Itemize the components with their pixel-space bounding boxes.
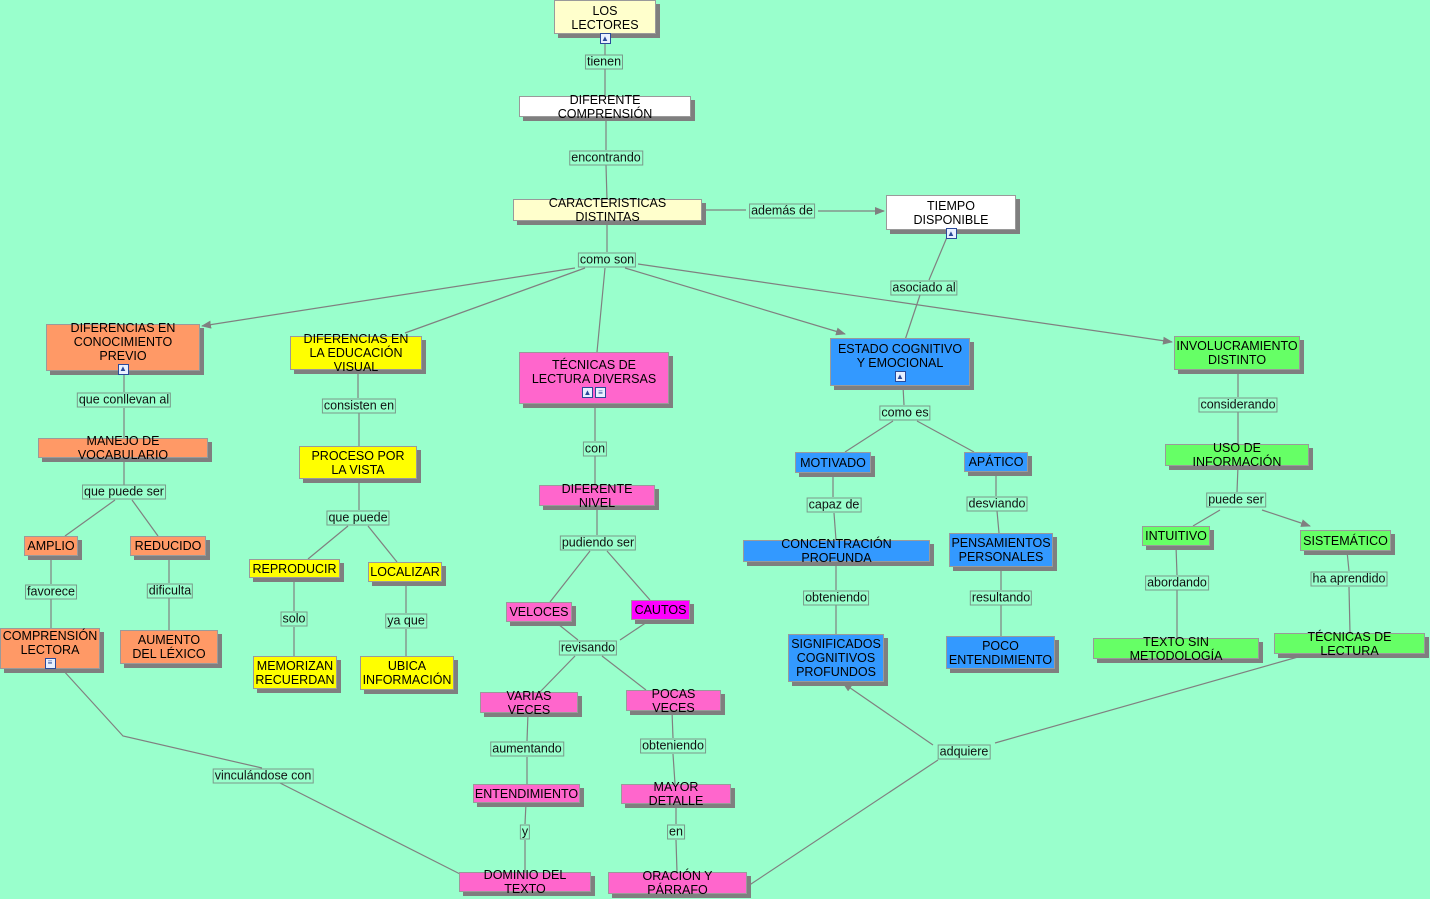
concept-pocas-veces[interactable]: POCAS VECES: [626, 687, 721, 715]
concept-diferencias-educacion[interactable]: DIFERENCIAS EN LA EDUCACIÓN VISUAL: [290, 332, 422, 374]
concept-manejo-vocabulario[interactable]: MANEJO DE VOCABULARIO: [38, 434, 208, 462]
image-icon[interactable]: ▲: [894, 371, 906, 382]
concept-caracteristicas-distintas[interactable]: CARACTERISTICAS DISTINTAS: [513, 196, 702, 224]
concept-varias-veces[interactable]: VARIAS VECES: [480, 689, 578, 717]
concept-dominio-texto[interactable]: DOMINIO DEL TEXTO: [459, 868, 591, 896]
document-icon[interactable]: ≡: [595, 387, 606, 398]
link-label-vinculandose-con[interactable]: vinculándose con: [212, 768, 314, 784]
link-label-solo[interactable]: solo: [280, 611, 308, 627]
link-label-puede-ser[interactable]: puede ser: [1206, 492, 1266, 508]
link-label-encontrando[interactable]: encontrando: [569, 150, 643, 166]
link-label-aumentando[interactable]: aumentando: [490, 741, 564, 757]
link-label-considerando[interactable]: considerando: [1198, 397, 1278, 413]
concept-reducido[interactable]: REDUCIDO: [130, 536, 206, 556]
link-label-obteniendo-blue[interactable]: obteniendo: [803, 590, 869, 606]
concept-diferente-nivel[interactable]: DIFERENTE NIVEL: [539, 482, 655, 510]
image-icon[interactable]: ▲: [582, 387, 593, 398]
concept-tecnicas-lectura[interactable]: TÉCNICAS DE LECTURA: [1274, 630, 1425, 658]
concept-diferente-comprension[interactable]: DIFERENTE COMPRENSIÓN: [519, 93, 691, 121]
link-label-que-conllevan-al[interactable]: que conllevan al: [76, 392, 172, 408]
concept-oracion-parrafo[interactable]: ORACIÓN Y PÁRRAFO: [608, 869, 747, 897]
concept-concentracion-profunda[interactable]: CONCENTRACIÓN PROFUNDA: [743, 537, 930, 565]
concept-motivado[interactable]: MOTIVADO: [795, 452, 871, 473]
link-label-adquiere[interactable]: adquiere: [937, 744, 991, 760]
concept-tecnicas-diversas[interactable]: TÉCNICAS DE LECTURA DIVERSAS ▲≡: [519, 352, 669, 404]
image-icon[interactable]: ▲: [945, 228, 957, 239]
concept-sistematico[interactable]: SISTEMÁTICO: [1300, 530, 1391, 551]
link-label-revisando[interactable]: revisando: [558, 640, 618, 656]
image-icon[interactable]: ▲: [599, 33, 611, 44]
link-label-ya-que[interactable]: ya que: [385, 613, 427, 629]
concept-uso-informacion[interactable]: USO DE INFORMACIÓN: [1165, 441, 1309, 469]
concept-veloces[interactable]: VELOCES: [506, 602, 572, 622]
link-label-favorece[interactable]: favorece: [25, 584, 77, 600]
link-label-abordando[interactable]: abordando: [1145, 575, 1209, 591]
concept-tiempo-disponible[interactable]: TIEMPO DISPONIBLE ▲: [886, 195, 1016, 239]
concept-los-lectores[interactable]: LOS LECTORES ▲: [554, 0, 656, 44]
concept-pensamientos-personales[interactable]: PENSAMIENTOS PERSONALES: [949, 533, 1053, 567]
concept-involucramiento[interactable]: INVOLUCRAMIENTO DISTINTO: [1174, 336, 1300, 370]
link-label-ha-aprendido[interactable]: ha aprendido: [1310, 571, 1388, 587]
concept-amplio[interactable]: AMPLIO: [24, 536, 78, 556]
image-icon[interactable]: ▲: [117, 363, 129, 375]
link-label-como-son[interactable]: como son: [577, 252, 637, 268]
concept-significados-cognitivos[interactable]: SIGNIFICADOS COGNITIVOS PROFUNDOS: [788, 634, 884, 682]
link-label-resultando[interactable]: resultando: [969, 590, 1033, 606]
link-label-pudiendo-ser[interactable]: pudiendo ser: [559, 535, 637, 551]
link-label-como-es[interactable]: como es: [879, 405, 931, 421]
link-label-ademas-de[interactable]: además de: [749, 203, 815, 219]
link-label-consisten-en[interactable]: consisten en: [321, 398, 397, 414]
concept-localizar[interactable]: LOCALIZAR: [368, 562, 442, 582]
concept-diferencias-conocimiento[interactable]: DIFERENCIAS EN CONOCIMIENTO PREVIO ▲: [46, 321, 200, 375]
link-label-en[interactable]: en: [667, 824, 685, 840]
concept-proceso-vista[interactable]: PROCESO POR LA VISTA: [299, 446, 417, 479]
link-label-obteniendo-pink[interactable]: obteniendo: [640, 738, 706, 754]
concept-texto-sin-metodologia[interactable]: TEXTO SIN METODOLOGÍA: [1093, 635, 1259, 663]
link-label-asociado-al[interactable]: asociado al: [890, 280, 958, 296]
concept-entendimiento[interactable]: ENTENDIMIENTO: [473, 784, 580, 803]
link-label-capaz-de[interactable]: capaz de: [806, 497, 862, 513]
concept-ubica-informacion[interactable]: UBICA INFORMACIÓN: [360, 656, 454, 690]
link-label-que-puede-ser[interactable]: que puede ser: [82, 484, 166, 500]
link-label-que-puede[interactable]: que puede: [326, 510, 390, 526]
concept-cautos[interactable]: CAUTOS: [631, 600, 690, 620]
concept-intuitivo[interactable]: INTUITIVO: [1142, 526, 1210, 546]
concept-comprension-lectora[interactable]: COMPRENSIÓN LECTORA ≡: [0, 628, 100, 669]
concept-memorizan-recuerdan[interactable]: MEMORIZAN RECUERDAN: [253, 656, 337, 689]
link-label-desviando[interactable]: desviando: [966, 496, 1028, 512]
concept-estado-cognitivo[interactable]: ESTADO COGNITIVO Y EMOCIONAL ▲: [830, 338, 970, 386]
link-label-con[interactable]: con: [582, 441, 608, 457]
link-label-y[interactable]: y: [519, 824, 531, 840]
concept-reproducir[interactable]: REPRODUCIR: [249, 559, 340, 578]
concept-mayor-detalle[interactable]: MAYOR DETALLE: [621, 780, 731, 808]
link-label-tienen[interactable]: tienen: [584, 54, 624, 70]
document-icon[interactable]: ≡: [44, 657, 56, 669]
concept-aumento-lexico[interactable]: AUMENTO DEL LÉXICO: [120, 630, 218, 664]
link-label-dificulta[interactable]: dificulta: [146, 583, 194, 599]
concept-apatico[interactable]: APÁTICO: [964, 452, 1028, 472]
concept-poco-entendimiento[interactable]: POCO ENTENDIMIENTO: [946, 636, 1055, 669]
